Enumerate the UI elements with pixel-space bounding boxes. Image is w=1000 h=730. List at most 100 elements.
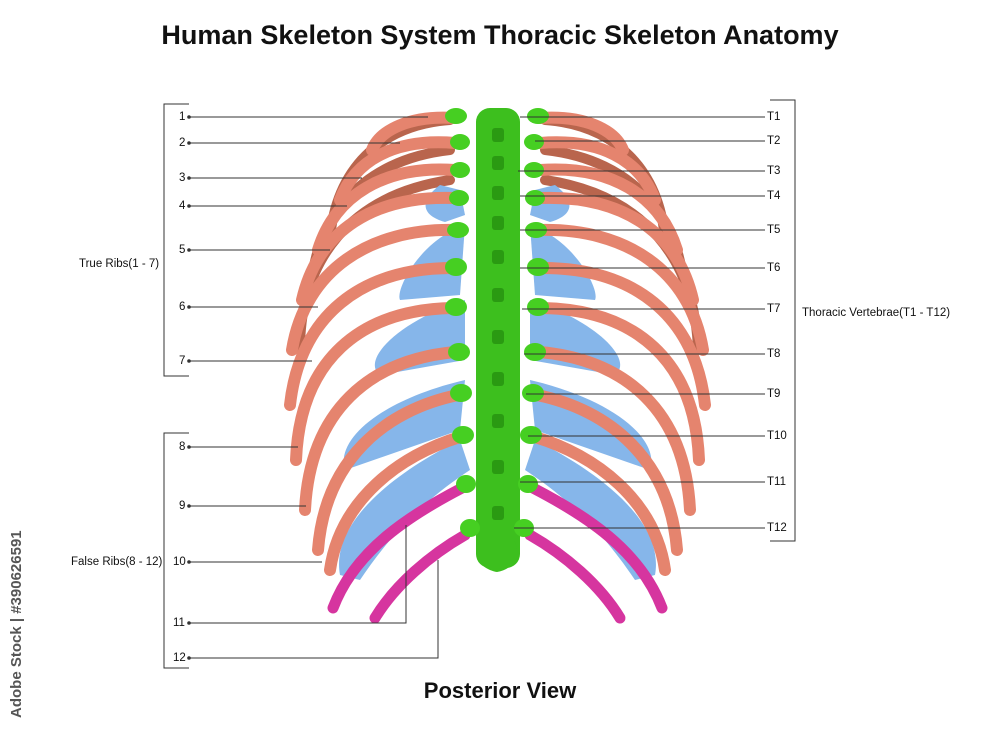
vertebra-label-t12: T12 [767, 522, 787, 534]
rib-label-2: 2 [179, 137, 186, 149]
vertebra-label-t9: T9 [767, 388, 781, 400]
t7-process-right [527, 298, 549, 316]
dot-rib-10 [187, 560, 191, 564]
t8-process-right [524, 343, 546, 361]
t1-process-right [527, 108, 549, 124]
rib-label-1: 1 [179, 111, 186, 123]
true-ribs-label: True Ribs(1 - 7) [79, 258, 160, 270]
leader-dots [187, 115, 191, 660]
vertebra-label-t8: T8 [767, 348, 781, 360]
floating-ribs [327, 482, 668, 624]
t6-process-right [527, 258, 549, 276]
rib-2-left [334, 136, 461, 206]
dot-rib-1 [187, 115, 191, 119]
t5-process-left [447, 222, 469, 238]
rib-6-left [284, 262, 458, 411]
t1-process-left [445, 108, 467, 124]
rib-5-left [286, 223, 461, 356]
rib-label-8: 8 [179, 441, 186, 453]
t2-process-left [450, 134, 470, 150]
spinous-7 [492, 330, 504, 344]
t2-process-right [524, 134, 544, 150]
dot-rib-2 [187, 141, 191, 145]
ribs [284, 111, 711, 576]
rib-4-right [534, 191, 699, 306]
rib-10-right [529, 431, 671, 576]
t7-process-left [445, 298, 467, 316]
t9-process-right [522, 384, 544, 402]
rib-9-right [531, 389, 683, 556]
rib-label-9: 9 [179, 500, 186, 512]
vertebra-label-t3: T3 [767, 165, 781, 177]
watermark: Adobe Stock | #390626591 [8, 530, 25, 718]
spinous-3 [492, 186, 504, 200]
rib-8-right [534, 346, 696, 516]
rib-leader-lines [163, 103, 439, 669]
rib-11-right [527, 482, 668, 614]
vertebra-label-t7: T7 [767, 303, 781, 315]
vertebra-label-t6: T6 [767, 262, 781, 274]
rib-12-right [524, 529, 626, 624]
spinous-processes [492, 128, 504, 520]
spinous-9 [492, 414, 504, 428]
false-ribs-label: False Ribs(8 - 12) [71, 556, 163, 568]
dot-rib-5 [187, 248, 191, 252]
dot-rib-7 [187, 359, 191, 363]
rib-10-left [324, 431, 466, 576]
rib-6-right [537, 262, 711, 411]
spinous-11 [492, 506, 504, 520]
spinous-6 [492, 288, 504, 302]
rib-4-left [296, 191, 461, 306]
spinous-10 [492, 460, 504, 474]
rib-2-right [534, 136, 661, 206]
rib-label-4: 4 [179, 200, 186, 212]
rib-8-left [299, 346, 461, 516]
spinous-2 [492, 156, 504, 170]
spinous-8 [492, 372, 504, 386]
rib-label-6: 6 [179, 301, 186, 313]
dot-rib-4 [187, 204, 191, 208]
rib-label-10: 10 [173, 556, 186, 568]
vertebra-label-t10: T10 [767, 430, 787, 442]
t10-process-right [520, 426, 542, 444]
dot-rib-11 [187, 621, 191, 625]
true-ribs-bracket [163, 103, 189, 377]
t12-process-left [460, 519, 480, 537]
rib-11-left [327, 482, 468, 614]
vertebra-tail [476, 540, 518, 572]
rib-5-right [534, 223, 709, 356]
rib-9-left [312, 389, 464, 556]
cartilage-left-mid [399, 225, 465, 300]
rib-label-3: 3 [179, 172, 186, 184]
t10-process-left [452, 426, 474, 444]
leader-rib-12 [189, 560, 439, 659]
vertebra-leader-lines [514, 99, 796, 542]
vertebrae-bracket [770, 99, 796, 542]
dot-rib-8 [187, 445, 191, 449]
spinous-5 [492, 250, 504, 264]
rib-7-right [537, 302, 705, 466]
thoracic-vertebrae-label: Thoracic Vertebrae(T1 - T12) [802, 307, 951, 319]
t3-process-left [450, 162, 470, 178]
t6-process-left [445, 258, 467, 276]
t11-process-left [456, 475, 476, 493]
rib-3-right [534, 163, 683, 256]
rib-7-left [290, 302, 458, 466]
rib-label-5: 5 [179, 244, 186, 256]
t8-process-left [448, 343, 470, 361]
rib-label-7: 7 [179, 355, 186, 367]
rib-label-11: 11 [173, 617, 185, 629]
vertebra-label-t4: T4 [767, 190, 781, 202]
vertebra-label-t1: T1 [767, 111, 781, 123]
dot-rib-9 [187, 504, 191, 508]
t3-process-right [524, 162, 544, 178]
rib-1-left [366, 111, 461, 156]
false-ribs-bracket [163, 432, 189, 669]
t11-process-right [518, 475, 538, 493]
t9-process-left [450, 384, 472, 402]
spinous-4 [492, 216, 504, 230]
dot-rib-3 [187, 176, 191, 180]
t4-process-left [449, 190, 469, 206]
leader-rib-11 [189, 525, 407, 624]
